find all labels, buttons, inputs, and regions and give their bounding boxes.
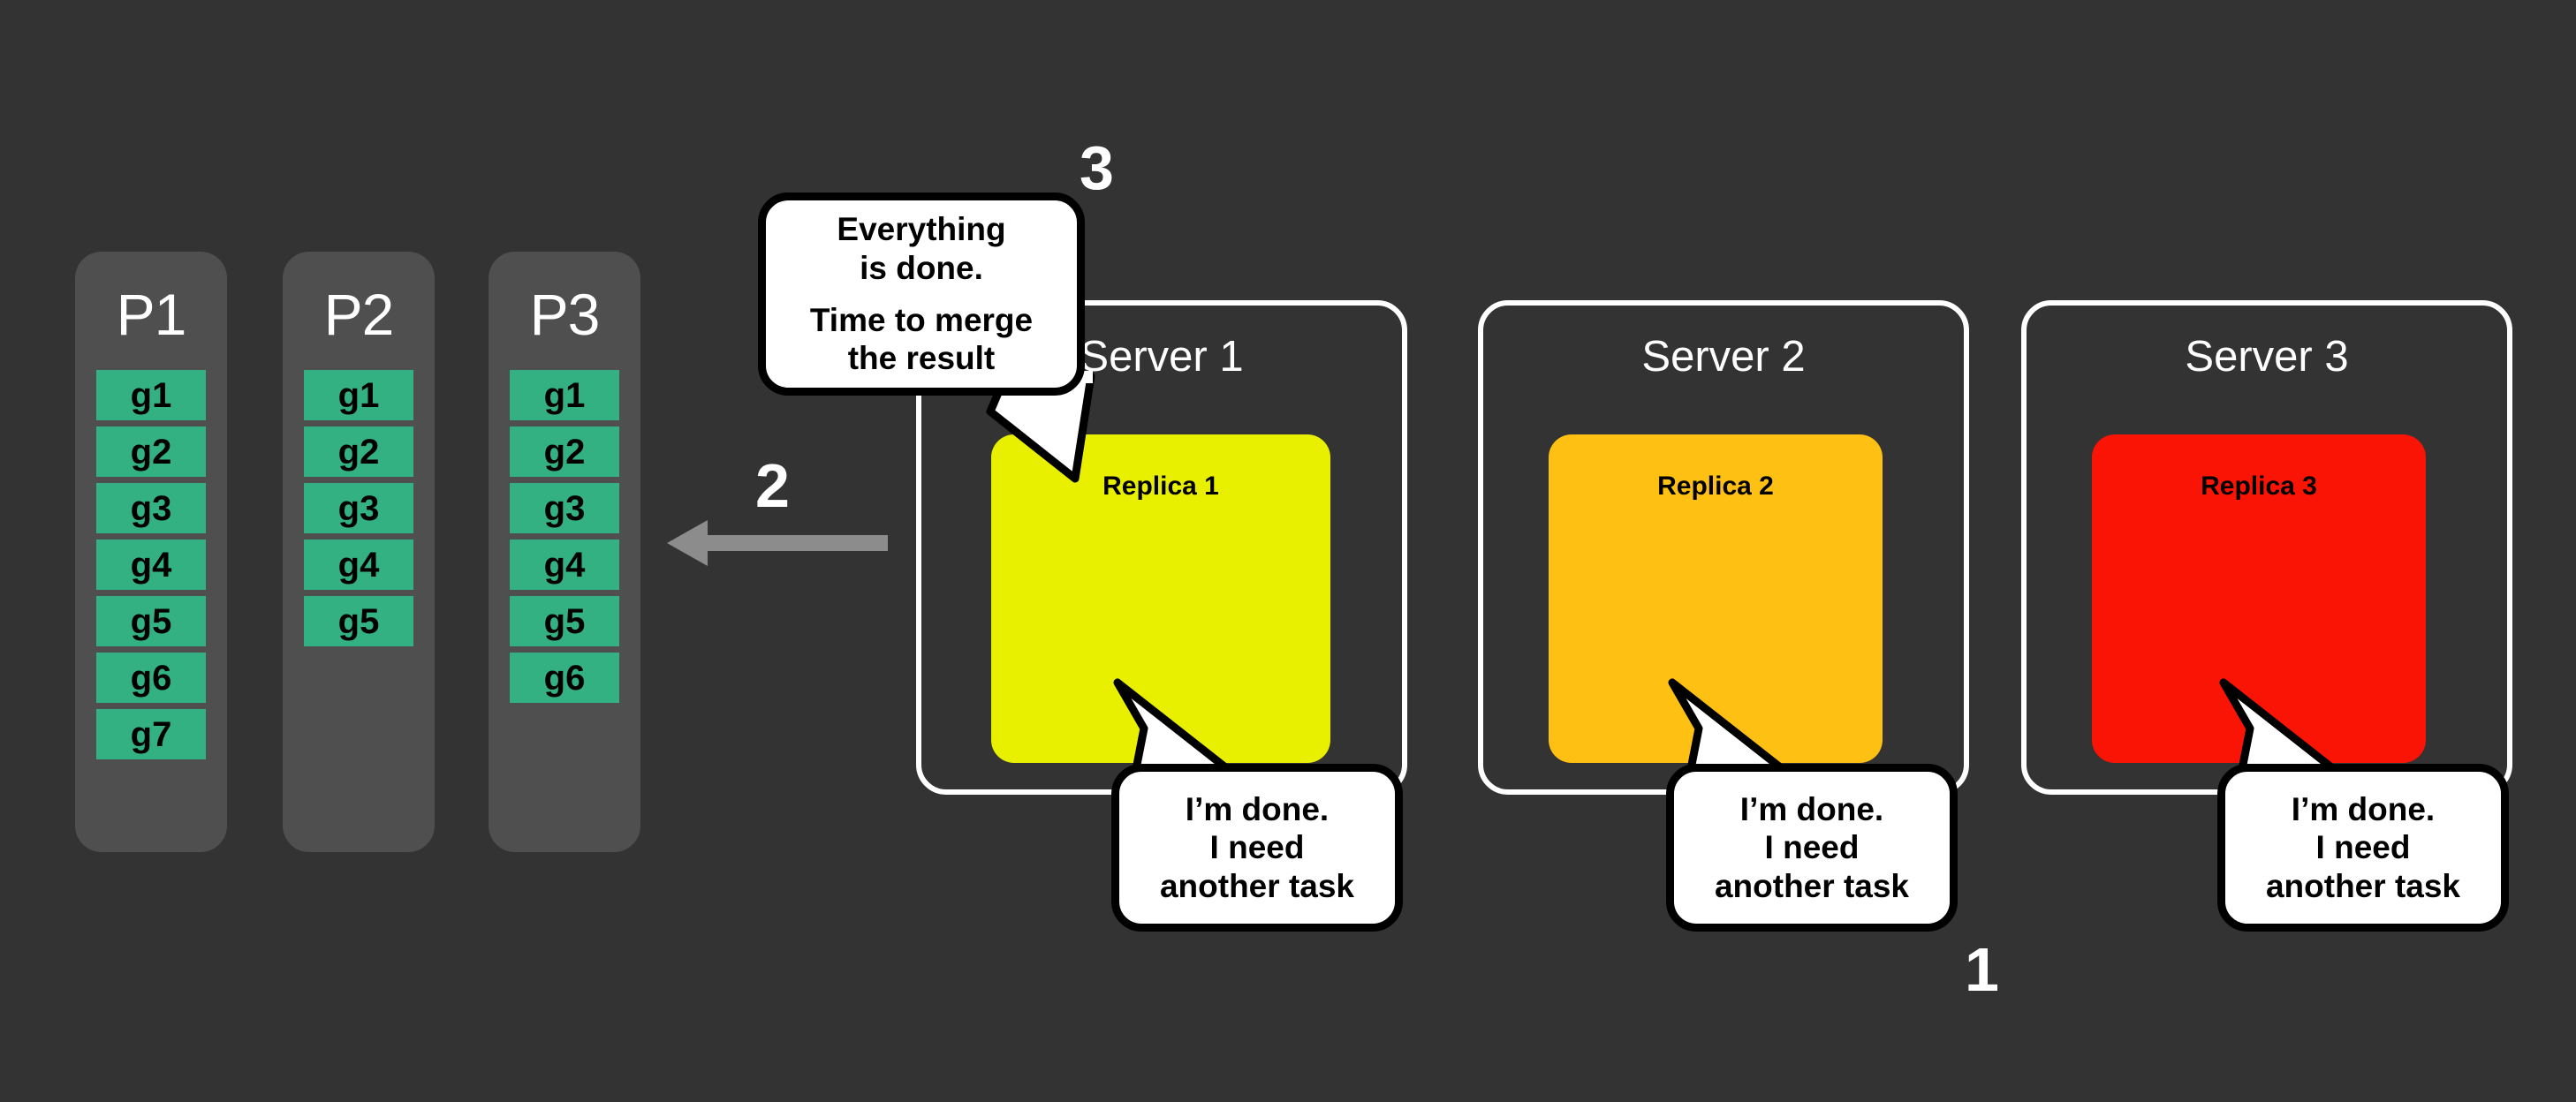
done-speech-bubble-3: I’m done. I need another task xyxy=(2217,764,2509,932)
partition-title: P2 xyxy=(323,282,395,347)
chunk: g4 xyxy=(96,540,206,590)
chunk: g1 xyxy=(96,370,206,420)
bubble-line: Time to merge xyxy=(809,302,1034,338)
partition-p1: P1 g1 g2 g3 g4 g5 g6 g7 xyxy=(75,252,227,852)
chunk: g3 xyxy=(304,483,413,533)
chunk: g5 xyxy=(304,596,413,646)
done-speech-bubble-2: I’m done. I need another task xyxy=(1666,764,1958,932)
chunk: g5 xyxy=(96,596,206,646)
chunk: g2 xyxy=(304,426,413,477)
bubble-line: I’m done. xyxy=(2291,791,2436,828)
chunk: g2 xyxy=(510,426,619,477)
merge-speech-bubble: Everything is done. Time to merge the re… xyxy=(758,192,1085,396)
bubble-line: I need xyxy=(2315,829,2411,866)
chunk: g6 xyxy=(510,653,619,703)
chunk-stack: g1 g2 g3 g4 g5 xyxy=(283,370,435,646)
replica-2-box: Replica 2 xyxy=(1549,434,1883,763)
done-speech-bubble-1: I’m done. I need another task xyxy=(1111,764,1403,932)
bubble-line: another task xyxy=(1714,867,1909,904)
replica-1-box: Replica 1 xyxy=(991,434,1330,763)
partition-p2: P2 g1 g2 g3 g4 g5 xyxy=(283,252,435,852)
step-number-1: 1 xyxy=(1965,935,1999,1004)
server-title: Server 3 xyxy=(2185,333,2349,381)
bubble-line: I’m done. xyxy=(1739,791,1884,828)
replica-label: Replica 2 xyxy=(1657,472,1774,501)
chunk: g5 xyxy=(510,596,619,646)
step-number-3: 3 xyxy=(1080,133,1114,202)
server-title: Server 1 xyxy=(1080,333,1244,381)
chunk: g2 xyxy=(96,426,206,477)
chunk: g3 xyxy=(96,483,206,533)
bubble-line: the result xyxy=(847,340,996,377)
replica-label: Replica 1 xyxy=(1102,472,1219,501)
chunk: g1 xyxy=(510,370,619,420)
bubble-line: another task xyxy=(2265,867,2460,904)
merge-arrow-icon xyxy=(667,517,888,570)
chunk: g4 xyxy=(510,540,619,590)
replica-label: Replica 3 xyxy=(2201,472,2317,501)
chunk-stack: g1 g2 g3 g4 g5 g6 xyxy=(489,370,640,703)
chunk: g7 xyxy=(96,709,206,759)
bubble-line: another task xyxy=(1159,867,1354,904)
partition-title: P1 xyxy=(116,282,187,347)
chunk-stack: g1 g2 g3 g4 g5 g6 g7 xyxy=(75,370,227,759)
step-number-2: 2 xyxy=(755,451,790,520)
chunk: g1 xyxy=(304,370,413,420)
bubble-line: I need xyxy=(1209,829,1305,866)
chunk: g4 xyxy=(304,540,413,590)
chunk: g6 xyxy=(96,653,206,703)
server-title: Server 2 xyxy=(1641,333,1806,381)
bubble-line: I need xyxy=(1764,829,1860,866)
replica-3-box: Replica 3 xyxy=(2092,434,2426,763)
bubble-line: Everything xyxy=(837,211,1006,248)
partition-p3: P3 g1 g2 g3 g4 g5 g6 xyxy=(489,252,640,852)
chunk: g3 xyxy=(510,483,619,533)
partition-title: P3 xyxy=(529,282,601,347)
bubble-line: is done. xyxy=(860,249,983,286)
bubble-line: I’m done. xyxy=(1185,791,1330,828)
